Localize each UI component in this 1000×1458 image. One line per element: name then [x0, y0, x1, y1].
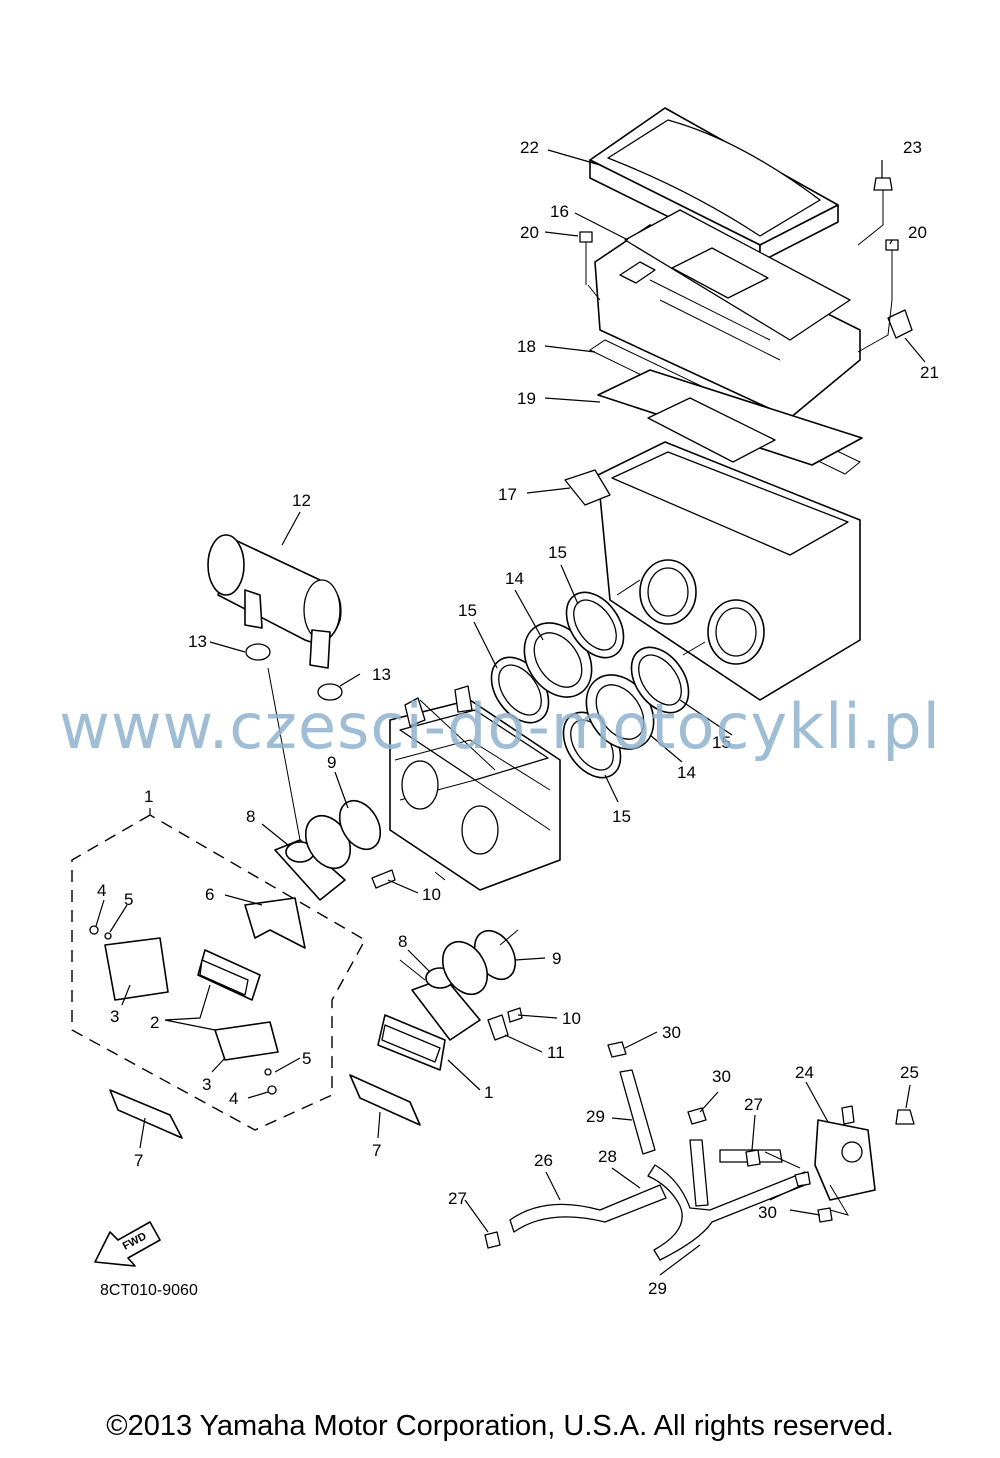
callout-21: 21	[920, 363, 939, 382]
callout-8: 8	[246, 807, 255, 826]
callout-10: 10	[422, 885, 441, 904]
callout-16: 16	[550, 202, 569, 221]
resonator	[207, 534, 343, 701]
reed-valve-assembly	[71, 667, 523, 1139]
callout-30: 30	[758, 1203, 777, 1222]
callout-20: 20	[520, 223, 539, 242]
callout-27: 27	[448, 1189, 467, 1208]
callout-labels: 22 23 16 20 20 18 21 19 17 12 15 14 13 1…	[97, 138, 939, 1298]
callout-9: 9	[327, 753, 336, 772]
callout-18: 18	[517, 337, 536, 356]
callout-1: 1	[484, 1083, 493, 1102]
callout-7: 7	[134, 1151, 143, 1170]
fuel-pump-assembly	[484, 1041, 915, 1261]
callout-25: 25	[900, 1063, 919, 1082]
callout-26: 26	[534, 1151, 553, 1170]
callout-29: 29	[586, 1107, 605, 1126]
copyright-notice: ©2013 Yamaha Motor Corporation, U.S.A. A…	[106, 1410, 894, 1442]
callout-30: 30	[712, 1067, 731, 1086]
callout-13: 13	[372, 665, 391, 684]
callout-12: 12	[292, 491, 311, 510]
callout-3: 3	[202, 1075, 211, 1094]
callout-28: 28	[598, 1147, 617, 1166]
callout-4: 4	[97, 881, 106, 900]
air-box-assembly	[564, 107, 913, 701]
intake-joints	[490, 579, 706, 779]
callout-27: 27	[744, 1095, 763, 1114]
callout-14: 14	[505, 569, 524, 588]
callout-24: 24	[795, 1063, 814, 1082]
fwd-arrow-icon: FWD	[94, 1221, 161, 1267]
callout-15: 15	[548, 543, 567, 562]
callout-9: 9	[552, 949, 561, 968]
callout-14: 14	[677, 763, 696, 782]
callout-23: 23	[903, 138, 922, 157]
callout-8: 8	[398, 932, 407, 951]
callout-1: 1	[144, 787, 153, 806]
callout-6: 6	[205, 885, 214, 904]
callout-22: 22	[520, 138, 539, 157]
callout-30: 30	[662, 1023, 681, 1042]
callout-19: 19	[517, 389, 536, 408]
callout-20: 20	[908, 223, 927, 242]
callout-5: 5	[124, 890, 133, 909]
callout-17: 17	[498, 485, 517, 504]
callout-4: 4	[229, 1089, 238, 1108]
callout-2: 2	[150, 1013, 159, 1032]
callout-15: 15	[458, 601, 477, 620]
callout-15: 15	[612, 807, 631, 826]
carburetor-assembly	[389, 685, 561, 891]
callout-29: 29	[648, 1279, 667, 1298]
callout-11: 11	[547, 1043, 565, 1062]
callout-15: 15	[712, 733, 731, 752]
watermark-url: www.czesci-do-motocykli.pl	[59, 690, 941, 763]
leader-lines	[95, 149, 926, 1276]
callout-5: 5	[302, 1049, 311, 1068]
callout-7: 7	[372, 1141, 381, 1160]
callout-3: 3	[110, 1007, 119, 1026]
callout-13: 13	[188, 632, 207, 651]
callout-10: 10	[562, 1009, 581, 1028]
diagram-code: 8CT010-9060	[100, 1282, 198, 1299]
